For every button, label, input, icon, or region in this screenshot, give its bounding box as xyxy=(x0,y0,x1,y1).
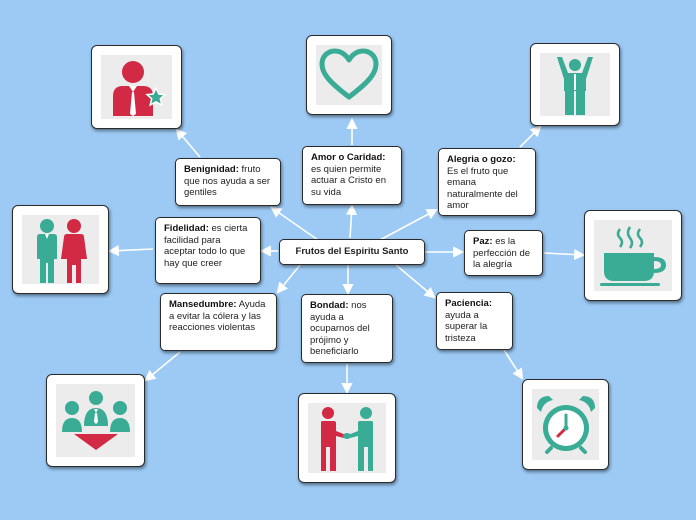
connector-mansedumbre-img xyxy=(144,351,181,382)
alarm-clock-icon xyxy=(536,395,595,454)
paciencia-title: Paciencia: xyxy=(445,298,492,309)
bondad-text: nos ayuda a ocuparnos del prójimo y bene… xyxy=(310,300,370,357)
alegria-title: Alegria xyxy=(447,154,480,165)
image-card-fidelidad[interactable] xyxy=(12,205,109,294)
connector-benignidad-img xyxy=(175,128,201,158)
image-card-alegria[interactable] xyxy=(530,43,620,126)
topic-paciencia[interactable]: Paciencia: ayuda a superar la tristeza xyxy=(436,292,513,350)
mansedumbre-title: Mansedumbre: xyxy=(169,299,237,310)
connector-mansedumbre xyxy=(276,264,301,294)
center-topic[interactable]: Frutos del Espiritu Santo xyxy=(279,239,425,265)
bondad-title: Bondad: xyxy=(310,300,349,311)
benignidad-text: fruto que nos ayuda a ser gentiles xyxy=(184,164,271,198)
image-card-benignidad[interactable] xyxy=(91,45,182,129)
image-card-amor[interactable] xyxy=(306,35,392,115)
topic-paz[interactable]: Paz: es la perfección de la alegría xyxy=(464,230,543,276)
amor-title: Amor o Caridad: xyxy=(311,152,386,163)
topic-fidelidad[interactable]: Fidelidad: es cierta facilidad para acep… xyxy=(155,217,261,284)
paciencia-text: ayuda a superar la tristeza xyxy=(445,309,488,344)
handshake-icon xyxy=(321,407,373,471)
connector-paz-img xyxy=(543,248,586,261)
topic-bondad[interactable]: Bondad: nos ayuda a ocuparnos del prójim… xyxy=(301,294,393,363)
topic-benignidad[interactable]: Benignidad: fruto que nos ayuda a ser ge… xyxy=(175,158,281,206)
connector-amor xyxy=(345,203,358,239)
center-topic-label: Frutos del Espiritu Santo xyxy=(295,246,409,257)
image-card-paciencia[interactable] xyxy=(522,379,609,470)
alegria-title-suffix: o gozo: xyxy=(481,154,516,165)
topic-mansedumbre[interactable]: Mansedumbre: Ayuda a evitar la cólera y … xyxy=(160,293,277,351)
fidelidad-title: Fidelidad: xyxy=(164,223,209,234)
connector-paciencia xyxy=(395,264,436,299)
couple-icon xyxy=(36,218,87,283)
mansedumbre-text: Ayuda a evitar la cólera y las reaccione… xyxy=(169,299,266,333)
benignidad-title: Benignidad: xyxy=(184,164,239,175)
image-card-paz[interactable] xyxy=(584,210,682,301)
image-card-mansedumbre[interactable] xyxy=(46,374,145,467)
connector-alegria xyxy=(379,208,438,241)
connector-paciencia-img xyxy=(503,349,524,380)
amor-text: es quien permite actuar a Cristo en su v… xyxy=(311,163,386,198)
businessman-star-icon xyxy=(112,61,167,116)
connector-alegria-img xyxy=(519,125,542,148)
fidelidad-text: es cierta facilidad para aceptar todo lo… xyxy=(164,223,248,269)
paz-text: es la perfección de la alegría xyxy=(473,236,531,270)
heart-icon xyxy=(319,48,379,100)
group-meeting-icon xyxy=(61,390,130,450)
person-arms-raised-icon xyxy=(557,56,593,115)
topic-amor[interactable]: Amor o Caridad: es quien permite actuar … xyxy=(302,146,402,205)
paz-title: Paz: xyxy=(473,236,493,247)
connector-fidelidad-img xyxy=(107,244,154,257)
connector-benignidad xyxy=(270,206,319,241)
coffee-cup-icon xyxy=(600,225,666,286)
image-card-bondad[interactable] xyxy=(298,393,396,483)
alegria-text: Es el fruto que emana naturalmente del a… xyxy=(447,165,518,212)
topic-alegria[interactable]: Alegria o gozo: Es el fruto que emana na… xyxy=(438,148,536,216)
